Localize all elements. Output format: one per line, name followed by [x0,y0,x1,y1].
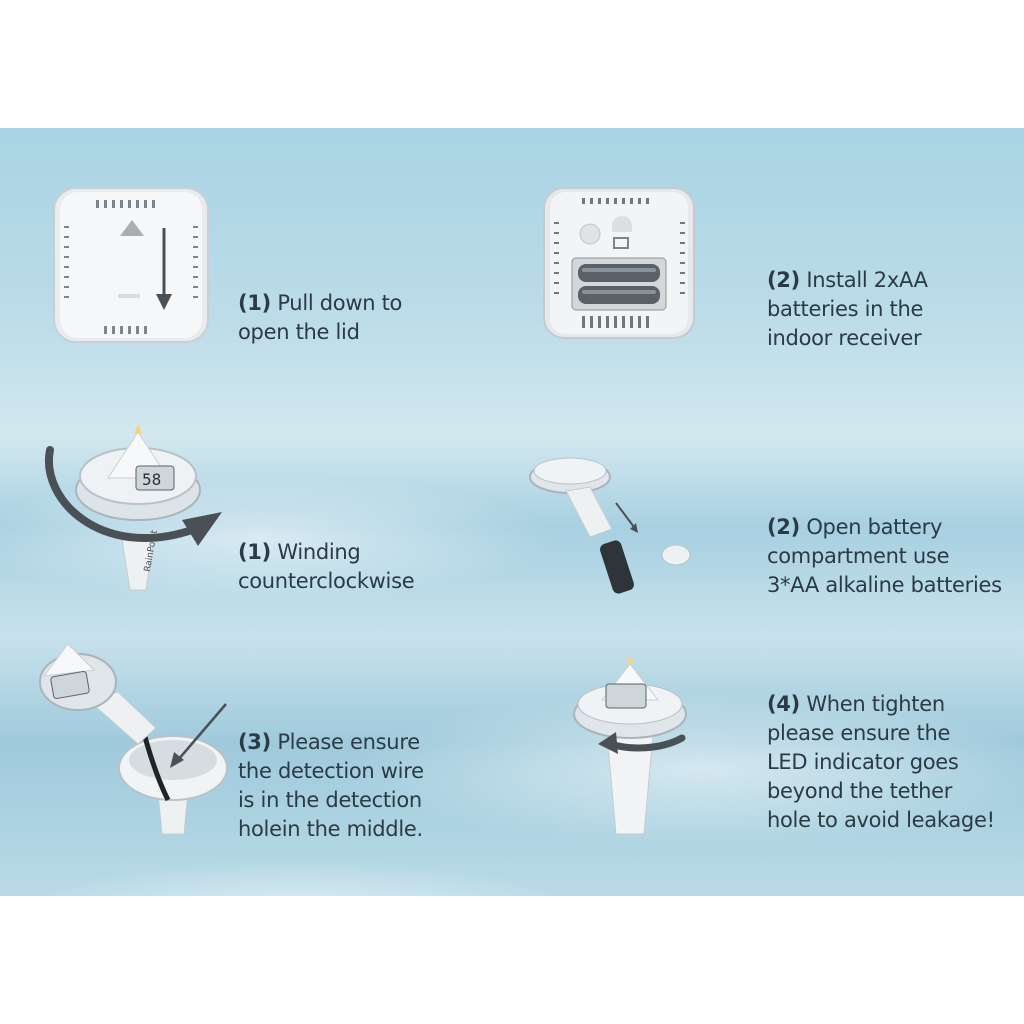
floater-tighten-illustration [573,656,687,835]
receiver-lid-illustration [53,187,209,343]
lcd-reading: 58 [142,470,161,489]
step-open-lid-text: (1) Pull down to open the lid [238,291,403,344]
floater-winding-illustration: RainPoint 58 [44,424,222,591]
step-install-batteries-text: (2) Install 2xAA batteries in the indoor… [767,268,928,350]
step-battery-compartment-text: (2) Open battery compartment use 3*AA al… [767,515,1002,597]
detection-wire-illustration [39,643,228,835]
step-tighten-text: (4) When tighten please ensure the LED i… [767,692,995,832]
receiver-batteries-illustration [543,187,695,339]
floater-battery-illustration [529,457,691,594]
step-detection-wire-text: (3) Please ensure the detection wire is … [238,730,424,841]
step-winding-text: (1) Winding counterclockwise [238,540,415,593]
